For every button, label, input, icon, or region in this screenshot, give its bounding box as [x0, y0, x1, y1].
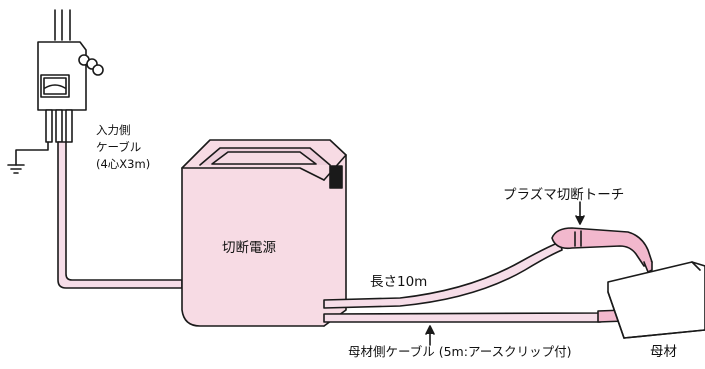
torch-cable [323, 241, 563, 309]
work-cable-label: 母材側ケーブル (5m:アースクリップ付) [348, 344, 572, 359]
input-cable-spec: (4心X3m) [96, 157, 151, 171]
length-label: 長さ10m [370, 274, 428, 290]
input-cable-label-line1: 入力側 [96, 123, 131, 137]
ground-symbol-icon [7, 141, 49, 174]
torch-label: プラズマ切断トーチ [503, 187, 625, 203]
base-metal-label: 母材 [650, 344, 677, 360]
breaker-box [37, 41, 104, 143]
base-metal-plate [607, 261, 705, 339]
input-cable-label-line2: ケーブル [96, 140, 142, 154]
torch-pointer-arrow [575, 201, 585, 225]
work-cable-pointer-arrow [425, 325, 435, 346]
cutting-power-source [181, 139, 347, 327]
power-source-label: 切断電源 [222, 240, 276, 256]
supply-wires [54, 9, 71, 41]
work-cable [323, 309, 630, 323]
plasma-torch [551, 227, 653, 273]
